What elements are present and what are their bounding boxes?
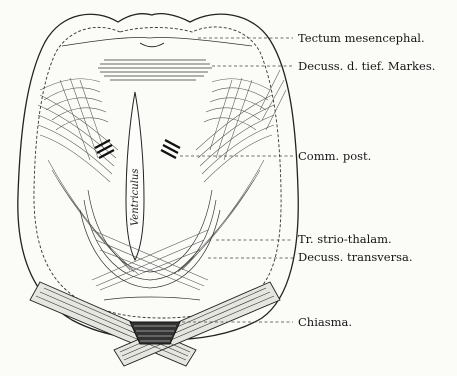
- label-chiasma: Chiasma.: [298, 315, 352, 329]
- base-line: [104, 297, 200, 300]
- leader-lines: [180, 38, 293, 322]
- right-fiber-radiation: [174, 70, 286, 274]
- label-comm-post: Comm. post.: [298, 149, 371, 163]
- chiasma: [30, 282, 280, 366]
- left-fiber-radiation: [38, 78, 138, 274]
- inner-outline: [34, 27, 281, 318]
- tectum-line: [62, 37, 252, 46]
- label-tr-strio-thalam: Tr. strio-thalam.: [298, 232, 392, 246]
- label-tectum-mesencephal: Tectum mesencephal.: [298, 31, 425, 45]
- decussation-deep-tegmentum: [98, 60, 212, 80]
- tectum-notch: [140, 43, 164, 47]
- label-decuss-tief-markes: Decuss. d. tief. Markes.: [298, 59, 435, 73]
- label-decuss-transversa: Decuss. transversa.: [298, 250, 412, 264]
- ventriculus-label: Ventriculus: [130, 169, 141, 226]
